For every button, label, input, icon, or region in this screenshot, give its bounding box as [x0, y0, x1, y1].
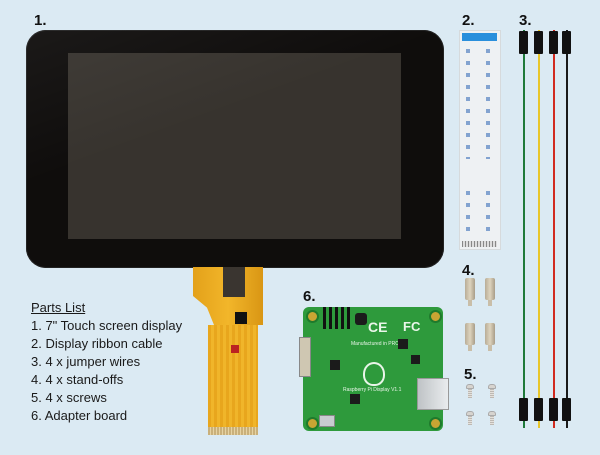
silkscreen-text: Raspberry Pi Display V1.1 [343, 387, 402, 393]
display-flex-cable [193, 267, 263, 437]
mount-hole [306, 310, 319, 323]
screw [488, 411, 496, 425]
silkscreen-text: Manufactured in PRC [351, 341, 399, 347]
regulator [398, 339, 408, 349]
ribbon-print [466, 191, 470, 231]
inductor [355, 313, 367, 325]
flex-pins [208, 427, 258, 435]
ce-mark: CE [368, 319, 388, 335]
standoff [465, 323, 475, 351]
screw [488, 384, 496, 398]
standoff [485, 323, 495, 351]
fc-mark: FC [403, 319, 421, 334]
parts-list-item: 6. Adapter board [31, 408, 128, 423]
parts-list-item: 2. Display ribbon cable [31, 336, 163, 351]
screw [466, 411, 474, 425]
label-screws: 5. [464, 366, 477, 383]
wire-connector [549, 31, 558, 54]
label-display: 1. [34, 12, 47, 29]
label-standoffs: 4. [462, 262, 475, 279]
ic-chip [330, 360, 340, 370]
ribbon-blue-tab [462, 33, 497, 41]
flex-red-marker [231, 345, 239, 353]
ic-chip [411, 355, 420, 364]
wire-black [566, 30, 568, 428]
wire-connector [519, 398, 528, 421]
parts-list-item: 3. 4 x jumper wires [31, 354, 141, 369]
screw [466, 384, 474, 398]
micro-usb-port [319, 415, 335, 427]
ribbon-print [466, 49, 470, 159]
mount-hole [306, 417, 319, 430]
touchscreen-display [26, 30, 444, 268]
display-panel [68, 53, 401, 239]
wire-connector [549, 398, 558, 421]
adapter-board: CE FC Manufactured in PRC Raspberry Pi D… [299, 307, 449, 431]
parts-list: Parts List 1. 7" Touch screen display 2.… [31, 299, 182, 425]
flex-tail [208, 325, 258, 433]
mount-hole [429, 310, 442, 323]
standoff [465, 278, 475, 306]
flex-dark-strip [223, 267, 245, 297]
parts-list-item: 1. 7" Touch screen display [31, 318, 183, 333]
raspberry-pi-logo-icon [363, 362, 385, 386]
wire-red [553, 30, 555, 428]
wire-yellow [538, 30, 540, 428]
ribbon-print [486, 49, 490, 159]
wire-connector [534, 31, 543, 54]
ribbon-pins [462, 241, 497, 247]
pin-header [323, 307, 351, 329]
label-ribbon: 2. [462, 12, 475, 29]
ribbon-print [486, 191, 490, 231]
mount-hole [429, 417, 442, 430]
flex-chip [235, 312, 247, 324]
parts-list-item: 4. 4 x stand-offs [31, 372, 124, 387]
wire-connector [562, 398, 571, 421]
wire-green [523, 30, 525, 428]
wire-connector [519, 31, 528, 54]
wire-connector [534, 398, 543, 421]
ribbon-cable [459, 30, 501, 250]
parts-list-item: 5. 4 x screws [31, 390, 107, 405]
label-wires: 3. [519, 12, 532, 29]
parts-list-title: Parts List [31, 300, 86, 315]
label-board: 6. [303, 288, 316, 305]
usb-port [417, 378, 449, 410]
ic-chip [350, 394, 360, 404]
wire-connector [562, 31, 571, 54]
fpc-connector [299, 337, 311, 377]
display-gloss [26, 30, 444, 268]
standoff [485, 278, 495, 306]
